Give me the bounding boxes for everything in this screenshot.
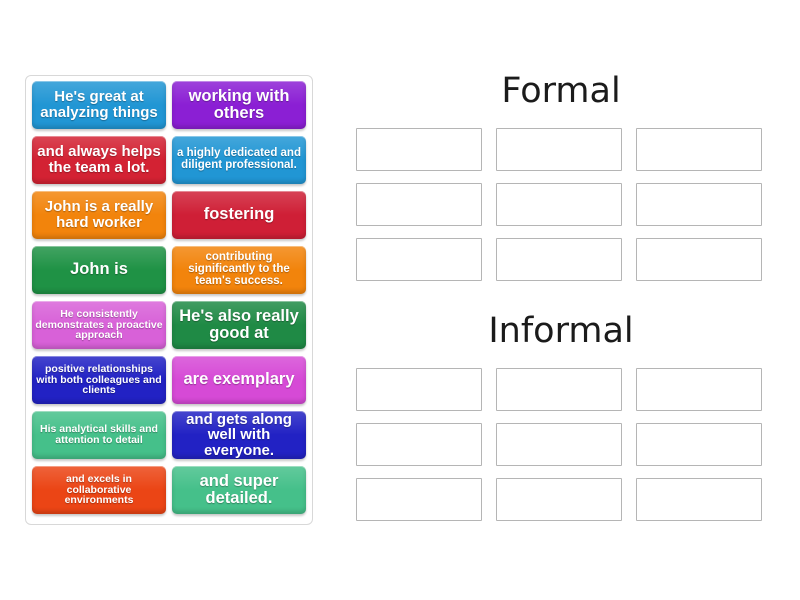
drop-slot[interactable] (356, 478, 482, 521)
drop-slot[interactable] (636, 238, 762, 281)
word-tile-label: He's also really good at (179, 306, 299, 342)
word-tile-label: He consistently demonstrates a proactive… (35, 307, 163, 342)
category-formal: Formal (356, 70, 766, 281)
drop-slot[interactable] (496, 128, 622, 171)
word-tile-label: a highly dedicated and diligent professi… (177, 147, 301, 171)
word-tile[interactable]: He consistently demonstrates a proactive… (32, 301, 166, 349)
drop-slot[interactable] (636, 128, 762, 171)
word-tile[interactable]: John is (32, 246, 166, 294)
word-tile[interactable]: and super detailed. (172, 466, 306, 514)
drop-slot[interactable] (496, 423, 622, 466)
category-formal-slots (356, 128, 766, 281)
word-tile[interactable]: and always helps the team a lot. (32, 136, 166, 184)
drop-slot[interactable] (496, 238, 622, 281)
word-tile-label: contributing significantly to the team's… (188, 251, 290, 287)
drop-slot[interactable] (356, 423, 482, 466)
drop-slot[interactable] (496, 478, 622, 521)
word-tile[interactable]: a highly dedicated and diligent professi… (172, 136, 306, 184)
word-bank-grid: He's great at analyzing things working w… (32, 81, 306, 514)
word-tile[interactable]: positive relationships with both colleag… (32, 356, 166, 404)
word-tile[interactable]: contributing significantly to the team's… (172, 246, 306, 294)
word-tile-label: and excels in collaborative environments (64, 472, 134, 507)
word-tile-label: fostering (203, 205, 275, 224)
drop-slot[interactable] (496, 368, 622, 411)
drop-slot[interactable] (356, 128, 482, 171)
word-tile[interactable]: fostering (172, 191, 306, 239)
word-tile[interactable]: John is a really hard worker (32, 191, 166, 239)
word-tile[interactable]: and gets along well with everyone. (172, 411, 306, 459)
word-tile-label: He's great at analyzing things (40, 88, 158, 121)
word-tile-label: working with others (188, 86, 290, 122)
drop-slot[interactable] (496, 183, 622, 226)
word-tile[interactable]: He's also really good at (172, 301, 306, 349)
drop-slot[interactable] (636, 183, 762, 226)
word-tile-label: are exemplary (183, 370, 295, 389)
word-tile[interactable]: and excels in collaborative environments (32, 466, 166, 514)
drop-slot[interactable] (356, 368, 482, 411)
word-tile-label: positive relationships with both colleag… (36, 362, 162, 397)
drop-slot[interactable] (636, 478, 762, 521)
category-informal: Informal (356, 310, 766, 521)
drop-slot[interactable] (356, 238, 482, 281)
category-title: Informal (488, 311, 634, 351)
word-tile-label: His analytical skills and attention to d… (40, 423, 158, 446)
category-informal-slots (356, 368, 766, 521)
word-tile-label: and super detailed. (199, 471, 279, 507)
drop-slot[interactable] (356, 183, 482, 226)
word-bank-panel: He's great at analyzing things working w… (25, 75, 313, 525)
word-tile-label: John is a really hard worker (44, 198, 154, 231)
drop-slot[interactable] (636, 368, 762, 411)
category-title: Formal (501, 71, 621, 111)
word-tile-label: and always helps the team a lot. (37, 143, 161, 176)
word-tile[interactable]: He's great at analyzing things (32, 81, 166, 129)
word-tile-label: John is (70, 260, 128, 279)
word-tile[interactable]: His analytical skills and attention to d… (32, 411, 166, 459)
word-tile-label: and gets along well with everyone. (186, 411, 292, 459)
word-tile[interactable]: working with others (172, 81, 306, 129)
drop-slot[interactable] (636, 423, 762, 466)
word-tile[interactable]: are exemplary (172, 356, 306, 404)
